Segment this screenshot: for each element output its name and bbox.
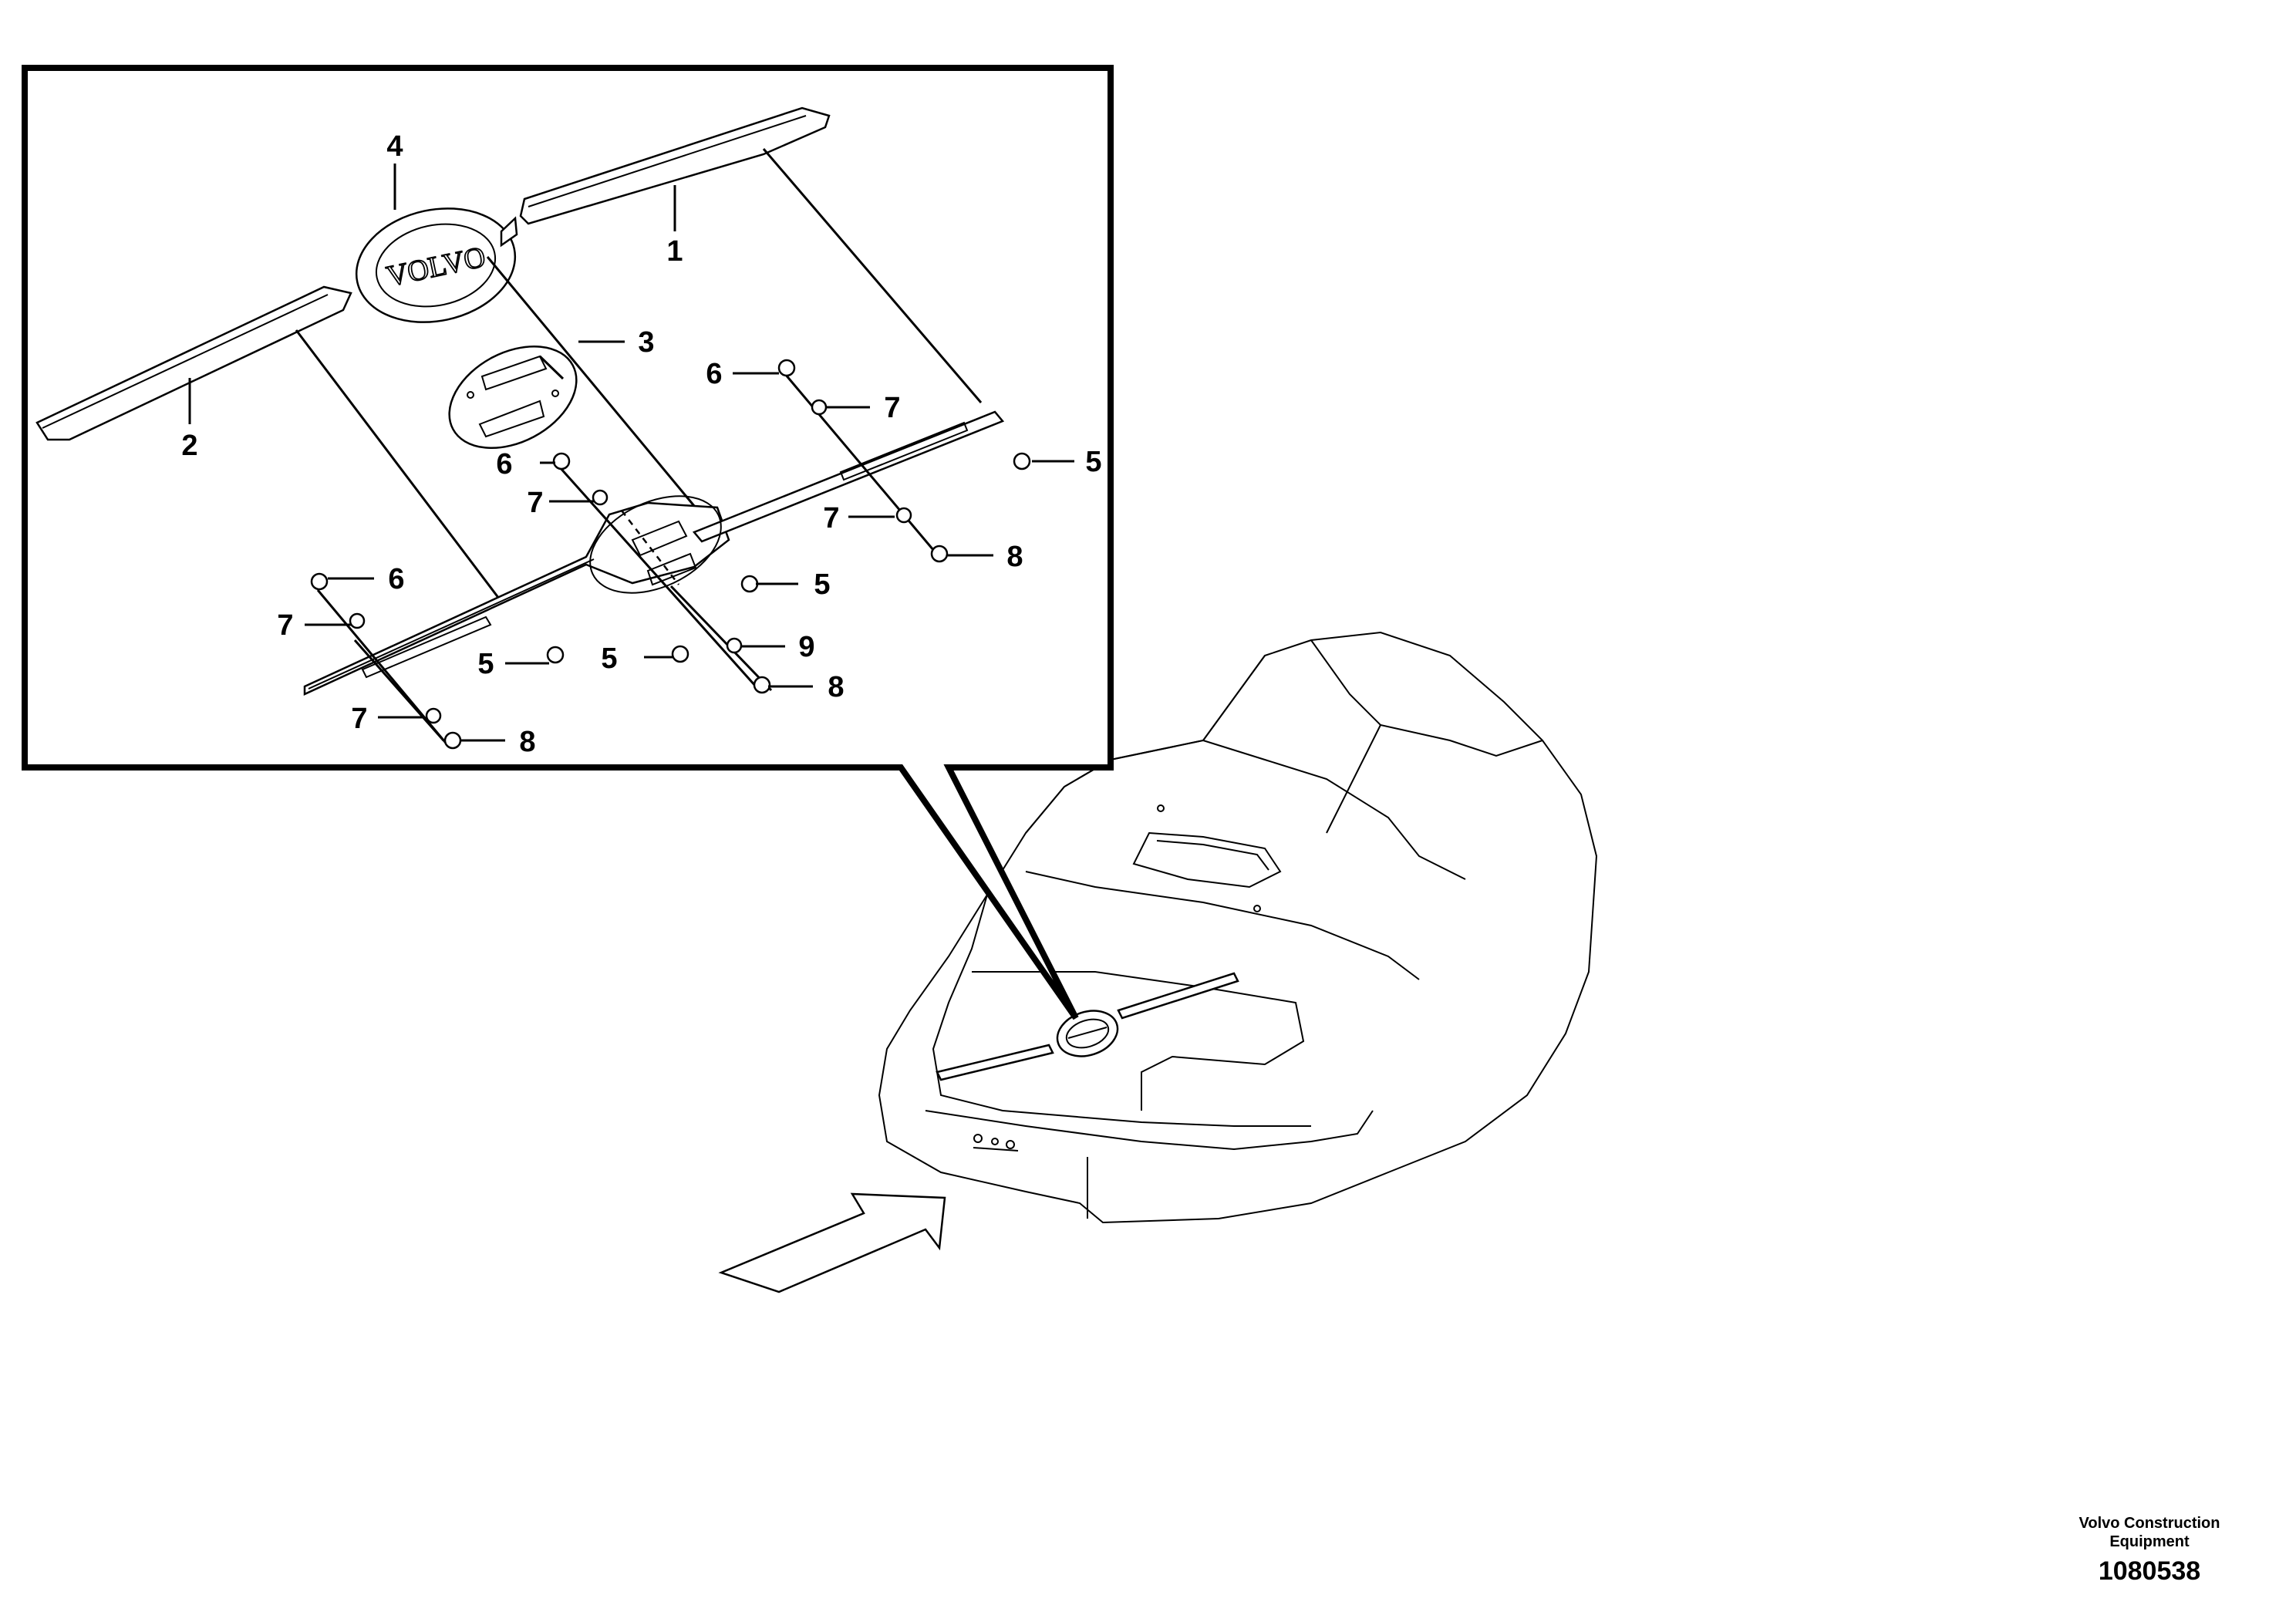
callout-6: 6 [496,448,512,481]
callout-3: 3 [638,326,654,359]
cab-body [878,631,1598,1224]
callout-6: 6 [706,358,722,390]
parts: VOLVO [35,106,1102,758]
callout-7: 7 [884,392,900,424]
callout-7: 7 [527,487,543,519]
leader-lines [188,164,1074,742]
fasteners [310,359,1031,750]
callout-8: 8 [1006,541,1023,573]
callout-8: 8 [828,671,844,703]
backing-plate [448,345,578,450]
callout-8: 8 [519,726,535,758]
callout-labels: 1 2 3 4 5 5 5 5 6 6 6 7 7 7 7 7 8 8 8 9 [181,130,1101,758]
callout-1: 1 [666,235,683,268]
bolt-icon [310,572,565,750]
callout-7: 7 [277,609,293,642]
trim-strip-2 [35,285,503,602]
callout-4: 4 [386,130,403,163]
drawing-number: 1080538 [2098,1556,2201,1586]
callout-6: 6 [388,563,404,595]
callout-2: 2 [181,430,197,462]
mounting-rail [303,410,1005,696]
fastener-lines [316,373,939,747]
callout-5: 5 [601,642,617,675]
view-direction-arrow [718,1192,946,1293]
callout-5: 5 [814,568,830,601]
callout-5: 5 [477,648,494,680]
trim-strip-1 [519,106,983,403]
bolt-icon [552,452,771,694]
bolt-icon [777,359,1031,563]
volvo-emblem: VOLVO [355,207,711,525]
callout-7: 7 [823,502,839,534]
callout-5: 5 [1085,446,1101,478]
callout-7: 7 [351,703,367,735]
company-caption: Volvo Construction Equipment [2079,1515,2220,1550]
callout-9: 9 [798,631,814,663]
